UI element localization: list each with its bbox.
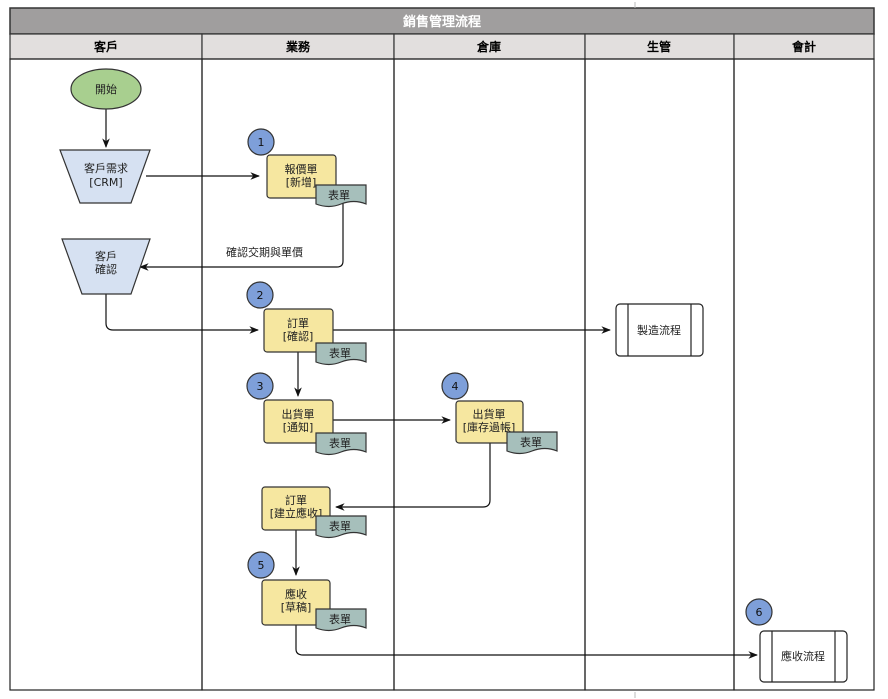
lane-header-customer [9,33,203,60]
document-shape [315,608,367,632]
receivable-draft-node[interactable]: 應收 [草稿] 表單 5 [247,551,367,632]
start-node[interactable]: 開始 [70,68,142,110]
process-box [263,308,334,353]
edge-draft-to-receivable-flow [295,625,758,659]
customer-confirm-label-1: 客戶 [95,249,117,263]
shipping-posting-label-2: [庫存過帳] [463,420,516,434]
quote-label-1: 報價單 [285,162,318,176]
lane-body-warehouse [393,58,586,691]
shipping-posting-document-label: 表單 [520,435,542,449]
step-number: 4 [452,380,459,393]
shipping-posting-node[interactable]: 出貨單 [庫存過帳] 表單 4 [441,372,558,455]
receivable-draft-document-label: 表單 [329,612,351,626]
customer-request-node[interactable]: 客戶需求 [CRM] [59,149,151,204]
process-box [455,400,524,444]
document-shape [315,515,367,539]
customer-confirm-label-2: 確認 [95,262,117,276]
subprocess-box [615,303,704,357]
quote-node[interactable]: 報價單 [新增] 表單 1 [247,128,367,208]
step-badge [745,598,773,626]
order-receivable-label-1: 訂單 [285,493,307,507]
step-badge [246,281,274,309]
shipping-posting-label-1: 出貨單 [473,407,506,421]
step-number: 2 [257,289,264,302]
step-number: 1 [258,136,265,149]
edge-posting-to-receivable-order [335,443,491,511]
process-box [263,399,334,444]
lane-headers: 客戶 業務 倉庫 生管 會計 [9,33,875,60]
edge-confirm-to-order [105,294,259,334]
step-badge [246,372,274,400]
customer-request-label-1: 客戶需求 [84,161,128,175]
lane-label-warehouse: 倉庫 [476,39,501,54]
quote-document-label: 表單 [328,188,350,202]
receivable-draft-label-2: [草稿] [281,600,312,614]
lane-label-sales: 業務 [285,39,311,54]
receivable-draft-label-1: 應收 [285,587,307,601]
lane-label-customer: 客戶 [93,39,118,54]
lane-body-production [584,58,735,691]
step-badge [247,551,275,579]
quote-label-2: [新增] [286,175,317,189]
order-receivable-label-2: [建立應收] [270,506,323,520]
edge-label-confirm-delivery-price: 確認交期與單價 [226,245,303,259]
lane-header-accounting [733,33,875,60]
shipping-notice-node[interactable]: 出貨單 [通知] 表單 3 [246,372,367,456]
document-shape [315,432,367,456]
customer-request-label-2: [CRM] [89,176,122,189]
lane-body-accounting [733,58,875,691]
manufacturing-flow-node[interactable]: 製造流程 [615,303,704,357]
manual-operation-shape [61,238,151,295]
document-shape [506,431,558,455]
order-receivable-node[interactable]: 訂單 [建立應收] 表單 [261,486,367,539]
shipping-notice-label-2: [通知] [283,420,314,434]
lane-bodies [9,58,875,691]
manual-operation-shape [59,149,151,204]
title-bar [9,7,875,35]
step-badge [441,372,469,400]
edge-label-bg [222,244,306,260]
receivable-flow-node[interactable]: 應收流程 6 [745,598,848,683]
subprocess-box [759,630,848,683]
document-shape [315,184,367,208]
shipping-notice-document-label: 表單 [329,436,351,450]
manufacturing-flow-label: 製造流程 [637,323,681,337]
receivable-flow-label: 應收流程 [781,649,825,663]
lane-label-production: 生管 [647,39,671,54]
process-box [261,579,331,626]
order-confirm-document-label: 表單 [329,346,351,360]
document-shape [315,342,367,366]
order-receivable-document-label: 表單 [329,519,351,533]
diagram-title: 銷售管理流程 [403,14,481,30]
lane-label-accounting: 會計 [792,39,816,54]
step-badge [247,128,275,156]
order-confirm-label-1: 訂單 [287,316,309,330]
start-label: 開始 [95,82,117,96]
start-ellipse [70,68,142,110]
step-number: 6 [756,606,763,619]
shipping-notice-label-1: 出貨單 [282,407,315,421]
edges [102,109,758,659]
order-confirm-node[interactable]: 訂單 [確認] 表單 2 [246,281,367,366]
customer-confirm-node[interactable]: 客戶 確認 [61,238,151,295]
order-confirm-label-2: [確認] [283,329,314,343]
process-box [261,486,331,531]
step-number: 5 [258,559,265,572]
edge-quote-to-confirm [139,202,344,271]
step-number: 3 [257,380,264,393]
